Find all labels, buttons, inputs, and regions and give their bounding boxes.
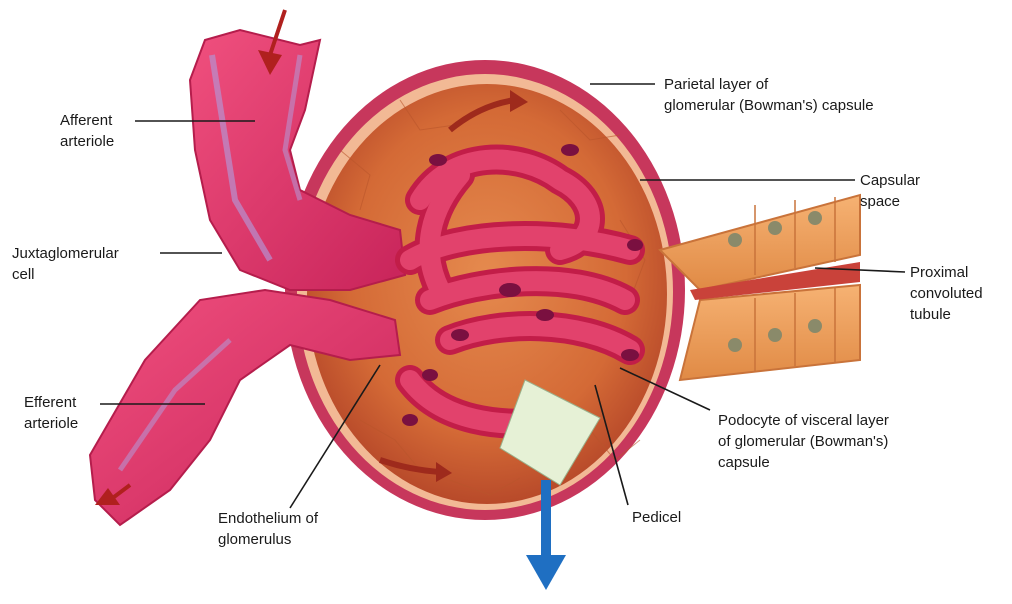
label-endothelium-of-glomerulus: Endothelium of glomerulus [218,508,318,550]
label-pedicel: Pedicel [632,507,681,528]
label-proximal-convoluted-tubule: Proximal convoluted tubule [910,262,983,325]
label-juxtaglomerular-cell: Juxtaglomerular cell [12,243,119,285]
label-capsular-space: Capsular space [860,170,920,212]
label-podocyte: Podocyte of visceral layer of glomerular… [718,410,889,473]
label-parietal-layer: Parietal layer of glomerular (Bowman's) … [664,74,874,116]
label-afferent-arteriole: Afferent arteriole [60,110,114,152]
label-efferent-arteriole: Efferent arteriole [24,392,78,434]
proximal-tubule [660,195,860,380]
